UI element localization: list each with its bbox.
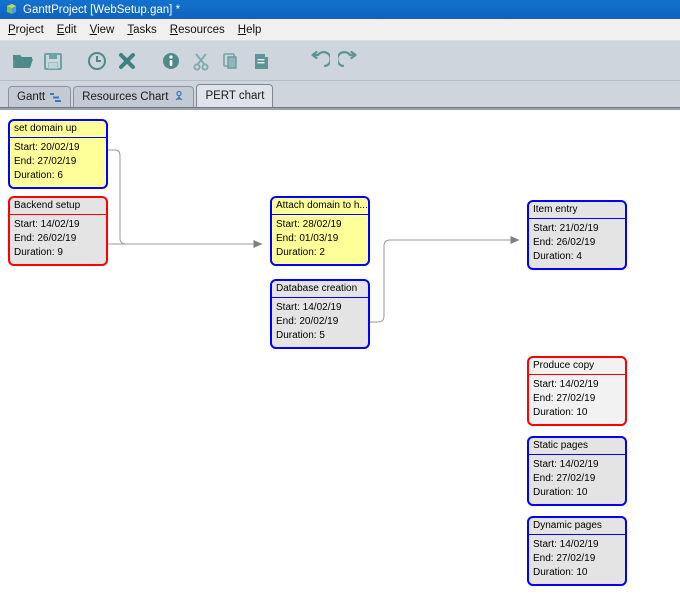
undo-icon[interactable] <box>304 46 334 76</box>
pert-node-end: End: 20/02/19 <box>276 316 339 327</box>
pert-node-start: Start: 21/02/19 <box>533 223 599 234</box>
tab-gantt-label: Gantt <box>17 91 46 103</box>
menu-tasks-rest: asks <box>133 23 157 36</box>
toolbar-separator-1 <box>68 60 82 61</box>
pert-node-start: Start: 14/02/19 <box>533 459 599 470</box>
gantt-icon <box>50 92 62 103</box>
toolbar-separator-2 <box>142 60 156 61</box>
pert-node-body: Start: 14/02/19 End: 26/02/19 Duration: … <box>10 215 106 264</box>
pert-node-static-pages[interactable]: Static pages Start: 14/02/19 End: 27/02/… <box>527 436 627 506</box>
cut-icon[interactable] <box>186 46 216 76</box>
pert-node-title: Backend setup <box>10 198 106 215</box>
pert-node-body: Start: 20/02/19 End: 27/02/19 Duration: … <box>10 138 106 187</box>
pert-node-body: Start: 14/02/19 End: 20/02/19 Duration: … <box>272 298 368 347</box>
menu-help[interactable]: Help <box>238 24 262 36</box>
pert-node-duration: Duration: 9 <box>14 247 63 258</box>
tab-pert-chart-label: PERT chart <box>205 90 265 102</box>
pert-node-title: Dynamic pages <box>529 518 625 535</box>
resources-icon <box>173 91 185 103</box>
clock-icon[interactable] <box>82 46 112 76</box>
ganttproject-icon <box>5 3 18 16</box>
pert-node-end: End: 01/03/19 <box>276 233 339 244</box>
save-icon[interactable] <box>38 46 68 76</box>
pert-node-end: End: 26/02/19 <box>14 233 77 244</box>
pert-node-title: Attach domain to h... <box>272 198 368 215</box>
pert-node-title: Database creation <box>272 281 368 298</box>
tab-pert-chart[interactable]: PERT chart <box>196 84 274 107</box>
pert-node-title: Item entry <box>529 202 625 219</box>
pert-node-body: Start: 14/02/19 End: 27/02/19 Duration: … <box>529 375 625 424</box>
menu-view-rest: iew <box>97 23 115 36</box>
pert-node-attach-domain-to-host[interactable]: Attach domain to h... Start: 28/02/19 En… <box>270 196 370 266</box>
pert-node-body: Start: 28/02/19 End: 01/03/19 Duration: … <box>272 215 368 264</box>
pert-node-produce-copy[interactable]: Produce copy Start: 14/02/19 End: 27/02/… <box>527 356 627 426</box>
pert-node-body: Start: 14/02/19 End: 27/02/19 Duration: … <box>529 455 625 504</box>
pert-node-body: Start: 21/02/19 End: 26/02/19 Duration: … <box>529 219 625 268</box>
info-icon[interactable] <box>156 46 186 76</box>
menu-tasks-mnemonic: T <box>127 23 134 36</box>
redo-icon[interactable] <box>334 46 364 76</box>
pert-node-duration: Duration: 5 <box>276 330 325 341</box>
pert-node-end: End: 27/02/19 <box>533 393 596 404</box>
pert-node-start: Start: 14/02/19 <box>533 539 599 550</box>
view-tabstrip: Gantt Resources Chart PERT chart <box>8 81 275 107</box>
pert-node-backend-setup[interactable]: Backend setup Start: 14/02/19 End: 26/02… <box>8 196 108 266</box>
pert-node-set-domain-up[interactable]: set domain up Start: 20/02/19 End: 27/02… <box>8 119 108 189</box>
pert-node-duration: Duration: 2 <box>276 247 325 258</box>
main-toolbar <box>0 41 680 81</box>
edge-database-creation-to-item-entry <box>370 236 520 323</box>
pert-node-item-entry[interactable]: Item entry Start: 21/02/19 End: 26/02/19… <box>527 200 627 270</box>
pert-node-duration: Duration: 10 <box>533 407 588 418</box>
pert-node-start: Start: 14/02/19 <box>276 302 342 313</box>
pert-node-title: Produce copy <box>529 358 625 375</box>
menu-project[interactable]: Project <box>8 24 44 36</box>
menu-edit[interactable]: Edit <box>57 24 77 36</box>
pert-node-end: End: 26/02/19 <box>533 237 596 248</box>
copy-icon[interactable] <box>216 46 246 76</box>
paste-icon[interactable] <box>246 46 276 76</box>
pert-chart-canvas[interactable]: set domain up Start: 20/02/19 End: 27/02… <box>0 110 680 611</box>
menu-resources[interactable]: Resources <box>170 24 225 36</box>
menu-project-mnemonic: P <box>8 23 16 36</box>
menu-project-rest: roject <box>15 23 44 36</box>
toolbar-separator-3 <box>276 60 290 61</box>
pert-node-end: End: 27/02/19 <box>533 553 596 564</box>
menu-edit-mnemonic: E <box>56 23 65 36</box>
pert-node-duration: Duration: 10 <box>533 487 588 498</box>
canvas-top-divider <box>0 107 680 110</box>
window-title: GanttProject [WebSetup.gan] * <box>23 3 181 16</box>
pert-node-end: End: 27/02/19 <box>14 156 77 167</box>
menu-view[interactable]: View <box>90 24 115 36</box>
edge-set-domain-up-to-attach-domain <box>108 149 160 245</box>
menu-resources-rest: esources <box>178 23 225 36</box>
delete-icon[interactable] <box>112 46 142 76</box>
pert-node-duration: Duration: 4 <box>533 251 582 262</box>
pert-node-body: Start: 14/02/19 End: 27/02/19 Duration: … <box>529 535 625 584</box>
tab-gantt[interactable]: Gantt <box>8 86 72 107</box>
view-tabstrip-area: Gantt Resources Chart PERT chart <box>0 81 680 107</box>
tab-resources-chart-label: Resources Chart <box>82 91 169 103</box>
pert-node-duration: Duration: 6 <box>14 170 63 181</box>
pert-node-dynamic-pages[interactable]: Dynamic pages Start: 14/02/19 End: 27/02… <box>527 516 627 586</box>
menu-tasks[interactable]: Tasks <box>127 24 156 36</box>
pert-node-title: set domain up <box>10 121 106 138</box>
menu-help-mnemonic: H <box>237 23 247 36</box>
pert-node-duration: Duration: 10 <box>533 567 588 578</box>
window-titlebar: GanttProject [WebSetup.gan] * <box>0 0 680 19</box>
pert-node-start: Start: 20/02/19 <box>14 142 80 153</box>
pert-node-start: Start: 28/02/19 <box>276 219 342 230</box>
menu-resources-mnemonic: R <box>169 23 179 36</box>
menu-bar: Project Edit View Tasks Resources Help <box>0 19 680 41</box>
tab-resources-chart[interactable]: Resources Chart <box>73 86 195 107</box>
pert-node-database-creation[interactable]: Database creation Start: 14/02/19 End: 2… <box>270 279 370 349</box>
menu-view-mnemonic: V <box>89 23 98 36</box>
menu-edit-rest: dit <box>64 23 77 36</box>
pert-node-start: Start: 14/02/19 <box>14 219 80 230</box>
toolbar-separator-4 <box>290 60 304 61</box>
open-icon[interactable] <box>8 46 38 76</box>
pert-node-title: Static pages <box>529 438 625 455</box>
menu-help-rest: elp <box>246 23 262 36</box>
pert-node-end: End: 27/02/19 <box>533 473 596 484</box>
pert-node-start: Start: 14/02/19 <box>533 379 599 390</box>
